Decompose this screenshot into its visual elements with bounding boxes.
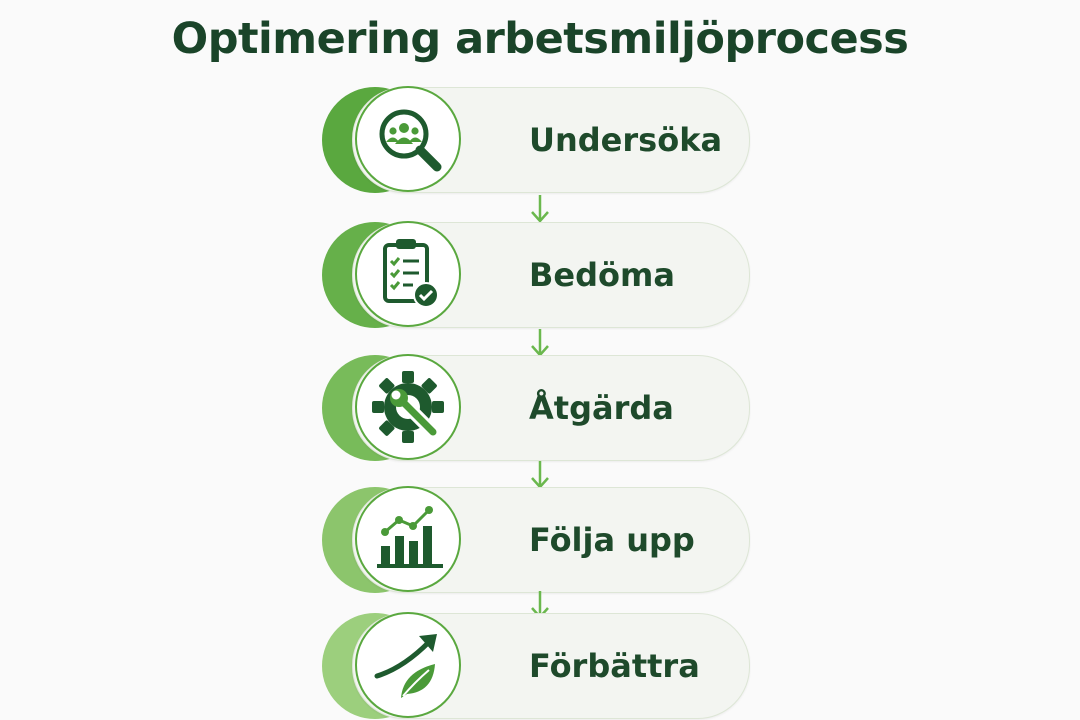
arrow-down-icon (531, 461, 549, 489)
icon-badge (355, 86, 461, 192)
growth-chart-icon (377, 506, 443, 568)
step-label: Åtgärda (529, 389, 674, 427)
step-label: Bedöma (529, 256, 675, 294)
icon-badge (355, 612, 461, 718)
step-folja-upp: Följa upp (322, 486, 752, 593)
step-label: Förbättra (529, 647, 700, 685)
search-people-icon (379, 109, 442, 172)
step-label: Följa upp (529, 521, 695, 559)
arrow-down-icon (531, 329, 549, 357)
icon-badge (355, 486, 461, 592)
gear-wrench-icon (372, 371, 444, 443)
diagram-title: Optimering arbetsmiljöprocess (171, 14, 909, 64)
step-undersoka: Undersöka (322, 86, 752, 193)
clipboard-check-icon (383, 239, 439, 308)
arrow-down-icon (531, 195, 549, 223)
step-bedoma: Bedöma (322, 221, 752, 328)
step-label: Undersöka (529, 121, 723, 159)
step-forbattra: Förbättra (322, 612, 752, 719)
step-atgarda: Åtgärda (322, 354, 752, 461)
icon-badge (355, 221, 461, 327)
arrow-leaf-icon (374, 634, 437, 698)
icon-badge (355, 354, 461, 460)
